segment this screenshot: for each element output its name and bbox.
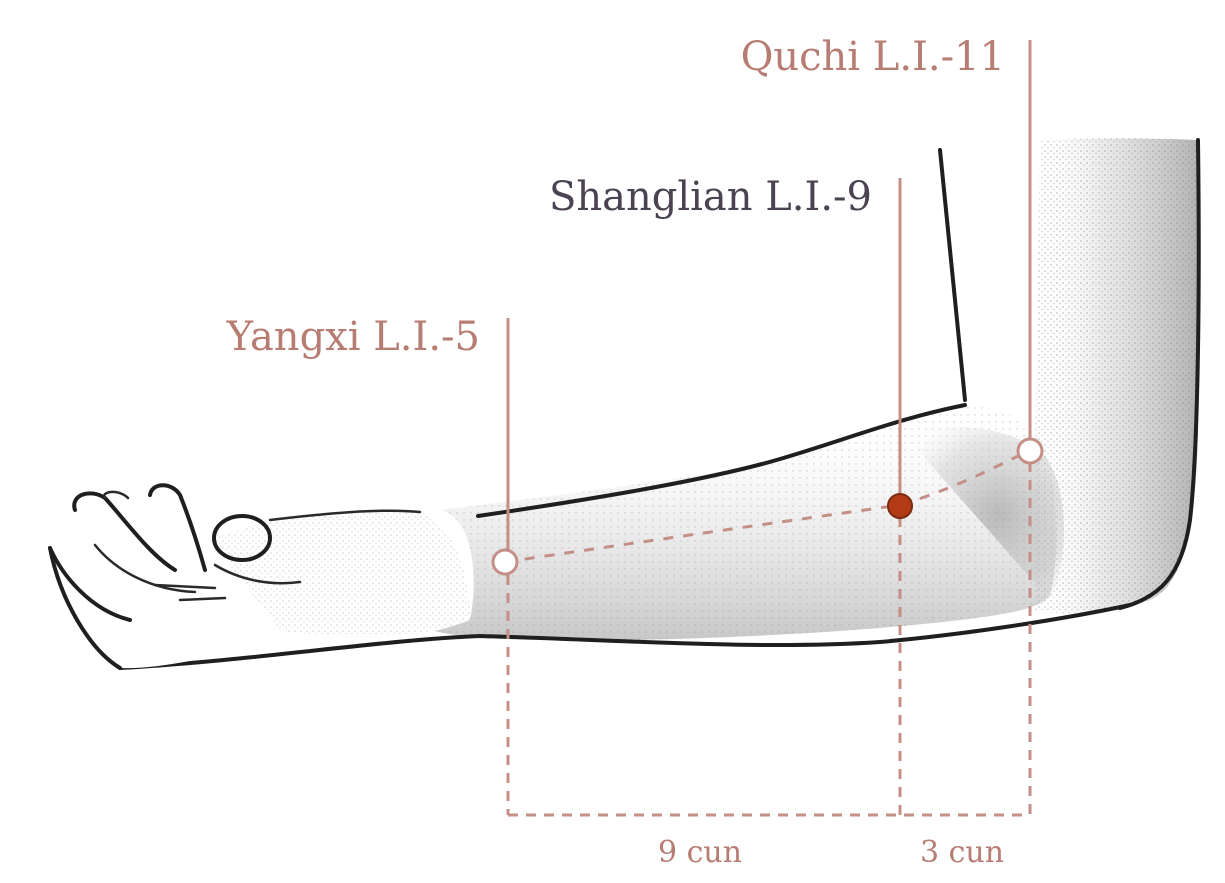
distance-label-3-cun: 3 cun bbox=[920, 835, 1004, 870]
shanglian-point-marker bbox=[888, 494, 912, 518]
shanglian-label: Shanglian L.I.-9 bbox=[549, 174, 872, 220]
distance-label-9-cun: 9 cun bbox=[658, 835, 742, 870]
yangxi-point-marker bbox=[493, 550, 517, 574]
quchi-point-marker bbox=[1018, 439, 1042, 463]
yangxi-label: Yangxi L.I.-5 bbox=[226, 314, 480, 360]
quchi-label: Quchi L.I.-11 bbox=[741, 34, 1005, 80]
